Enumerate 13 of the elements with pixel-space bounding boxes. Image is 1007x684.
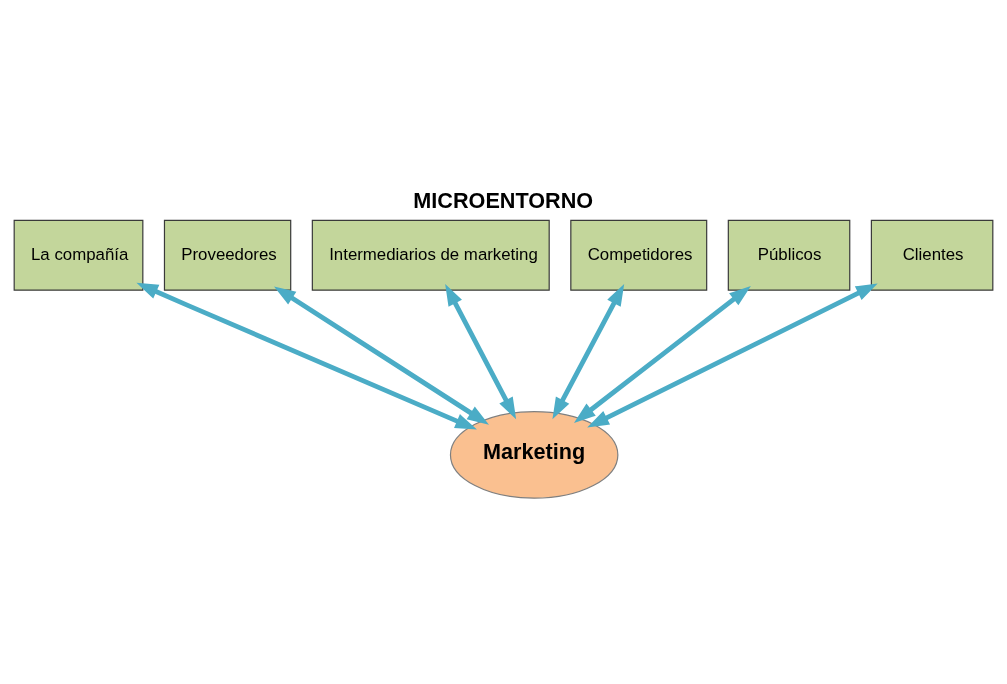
node-box: Intermediarios de marketing <box>311 219 550 291</box>
node-box: Proveedores <box>163 219 292 291</box>
node-box: Públicos <box>727 219 851 291</box>
node-box: Clientes <box>870 219 994 291</box>
node-box: La compañía <box>13 219 144 291</box>
arrow <box>445 283 517 419</box>
diagram-title: MICROENTORNO <box>413 187 594 213</box>
arrow <box>573 285 751 423</box>
arrow <box>587 283 878 427</box>
arrow <box>552 283 625 419</box>
arrow <box>136 282 477 430</box>
arrow <box>274 285 489 425</box>
node-box: Competidores <box>570 219 708 291</box>
